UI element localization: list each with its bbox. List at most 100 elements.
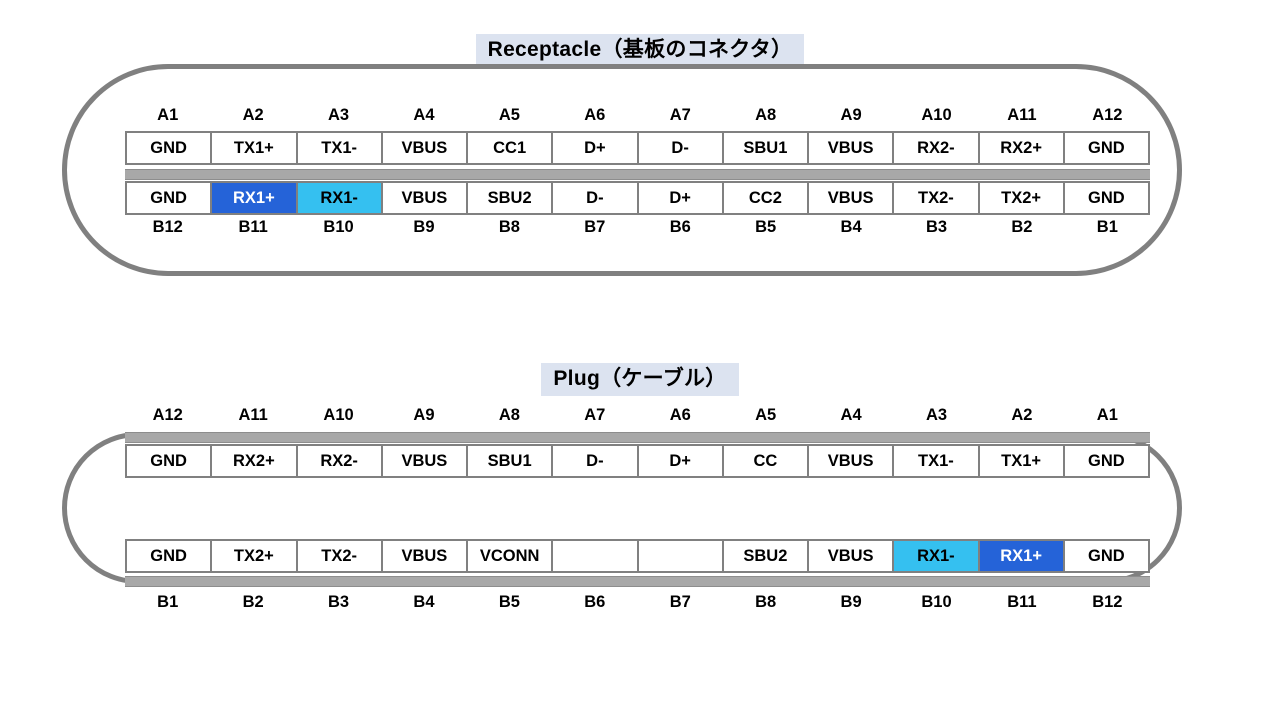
pin-label: A7 xyxy=(669,106,691,124)
pin-cell[interactable]: CC xyxy=(723,446,809,476)
pin-label: A5 xyxy=(755,406,777,424)
pin-label: B3 xyxy=(925,218,948,236)
pin-cell[interactable]: RX2+ xyxy=(979,133,1065,163)
pin-label: B5 xyxy=(498,593,520,611)
pin-cell[interactable]: TX1- xyxy=(297,133,383,163)
pin-label: B9 xyxy=(840,593,862,611)
pin-label: A12 xyxy=(1092,106,1123,124)
pin-cell[interactable]: D- xyxy=(638,133,724,163)
receptacle-row-divider-bar xyxy=(125,169,1150,180)
pin-label: A11 xyxy=(238,406,268,424)
pin-label: B12 xyxy=(1092,593,1123,611)
pin-label: B10 xyxy=(921,593,952,611)
pin-cell[interactable]: GND xyxy=(127,183,213,213)
pin-cell[interactable]: TX1+ xyxy=(212,133,298,163)
pin-label: A2 xyxy=(1011,406,1033,424)
pin-cell[interactable]: TX2- xyxy=(894,183,980,213)
pin-cell[interactable]: TX2+ xyxy=(212,541,298,571)
pin-cell[interactable]: VBUS xyxy=(809,541,895,571)
pin-label: B11 xyxy=(238,218,268,236)
pin-cell[interactable]: D- xyxy=(553,446,639,476)
pin-cell[interactable]: SBU2 xyxy=(468,183,554,213)
pin-label: A1 xyxy=(157,106,179,124)
plug-top-shell-bar xyxy=(125,432,1150,443)
pin-cell-rx1-minus[interactable]: RX1- xyxy=(894,541,980,571)
pin-cell-empty[interactable] xyxy=(638,541,724,571)
pin-label: B8 xyxy=(498,218,520,236)
pin-cell[interactable]: SBU1 xyxy=(468,446,554,476)
pin-label: A2 xyxy=(242,106,264,124)
pin-label: A3 xyxy=(328,106,350,124)
receptacle-bottom-pin-row: GND RX1+ RX1- VBUS SBU2 D- D+ CC2 VBUS T… xyxy=(125,181,1150,215)
pin-cell[interactable]: GND xyxy=(127,133,213,163)
receptacle-top-pin-labels: A1 A2 A3 A4 A5 A6 A7 A8 A9 A10 A11 A12 xyxy=(125,105,1150,125)
pin-cell[interactable]: D+ xyxy=(553,133,639,163)
pin-cell[interactable]: VCONN xyxy=(468,541,554,571)
pin-label: B5 xyxy=(755,218,777,236)
pin-cell[interactable]: SBU1 xyxy=(723,133,809,163)
pin-label: A6 xyxy=(584,106,606,124)
pin-cell[interactable]: D+ xyxy=(638,446,724,476)
pin-label: A8 xyxy=(755,106,777,124)
pin-label: A5 xyxy=(498,106,520,124)
pin-label: A6 xyxy=(669,406,691,424)
plug-bottom-pin-row: GND TX2+ TX2- VBUS VCONN SBU2 VBUS RX1- … xyxy=(125,539,1150,573)
pin-label: B1 xyxy=(157,593,179,611)
pin-label: A12 xyxy=(152,406,183,424)
pin-label: B9 xyxy=(413,218,435,236)
plug-title-wrap: Plug（ケーブル） xyxy=(0,363,1280,397)
pin-cell[interactable]: VBUS xyxy=(809,446,895,476)
pin-cell-rx1-plus[interactable]: RX1+ xyxy=(212,183,298,213)
pin-label: B2 xyxy=(242,593,264,611)
pin-label: B2 xyxy=(1011,218,1033,236)
pin-cell-empty[interactable] xyxy=(553,541,639,571)
plug-top-pin-labels: A12 A11 A10 A9 A8 A7 A6 A5 A4 A3 A2 A1 xyxy=(125,405,1150,425)
pin-cell[interactable]: SBU2 xyxy=(723,541,809,571)
pin-cell[interactable]: GND xyxy=(1064,541,1148,571)
pin-cell[interactable]: VBUS xyxy=(809,183,895,213)
pin-cell[interactable]: D- xyxy=(553,183,639,213)
pin-label: B4 xyxy=(413,593,435,611)
pin-cell[interactable]: GND xyxy=(1064,446,1148,476)
pin-cell[interactable]: GND xyxy=(127,541,213,571)
pin-cell[interactable]: CC2 xyxy=(723,183,809,213)
pin-label: A9 xyxy=(413,406,435,424)
pin-cell[interactable]: TX2+ xyxy=(979,183,1065,213)
pin-label: A1 xyxy=(1096,406,1118,424)
pin-cell[interactable]: GND xyxy=(1064,183,1148,213)
receptacle-title: Receptacle（基板のコネクタ） xyxy=(475,34,805,68)
pin-cell[interactable]: VBUS xyxy=(809,133,895,163)
receptacle-top-pin-row: GND TX1+ TX1- VBUS CC1 D+ D- SBU1 VBUS R… xyxy=(125,131,1150,165)
pin-cell[interactable]: VBUS xyxy=(382,133,468,163)
pin-cell-rx1-plus[interactable]: RX1+ xyxy=(979,541,1065,571)
pin-label: A9 xyxy=(840,106,862,124)
plug-bottom-pin-labels: B1 B2 B3 B4 B5 B6 B7 B8 B9 B10 B11 B12 xyxy=(125,592,1150,612)
pin-cell[interactable]: VBUS xyxy=(382,183,468,213)
receptacle-title-wrap: Receptacle（基板のコネクタ） xyxy=(0,34,1280,68)
receptacle-body-outline xyxy=(62,64,1182,276)
pin-label: B11 xyxy=(1007,593,1037,611)
pin-cell[interactable]: GND xyxy=(127,446,213,476)
pin-cell[interactable]: VBUS xyxy=(382,541,468,571)
pin-cell[interactable]: VBUS xyxy=(382,446,468,476)
pin-cell[interactable]: RX2- xyxy=(894,133,980,163)
pin-label: B3 xyxy=(328,593,350,611)
pin-cell[interactable]: CC1 xyxy=(468,133,554,163)
pin-label: B6 xyxy=(584,593,606,611)
pin-cell[interactable]: TX2- xyxy=(297,541,383,571)
pin-label: A7 xyxy=(584,406,606,424)
pin-cell[interactable]: RX2- xyxy=(297,446,383,476)
plug-bottom-shell-bar xyxy=(125,576,1150,587)
receptacle-bottom-pin-labels: B12 B11 B10 B9 B8 B7 B6 B5 B4 B3 B2 B1 xyxy=(125,217,1150,237)
pin-label: B8 xyxy=(755,593,777,611)
pin-label: B6 xyxy=(669,218,691,236)
pin-cell[interactable]: GND xyxy=(1064,133,1148,163)
plug-top-pin-row: GND RX2+ RX2- VBUS SBU1 D- D+ CC VBUS TX… xyxy=(125,444,1150,478)
pin-cell[interactable]: RX2+ xyxy=(212,446,298,476)
pin-cell-rx1-minus[interactable]: RX1- xyxy=(297,183,383,213)
pin-cell[interactable]: TX1+ xyxy=(979,446,1065,476)
plug-title: Plug（ケーブル） xyxy=(541,363,739,397)
pin-label: B7 xyxy=(669,593,691,611)
pin-cell[interactable]: D+ xyxy=(638,183,724,213)
pin-cell[interactable]: TX1- xyxy=(894,446,980,476)
